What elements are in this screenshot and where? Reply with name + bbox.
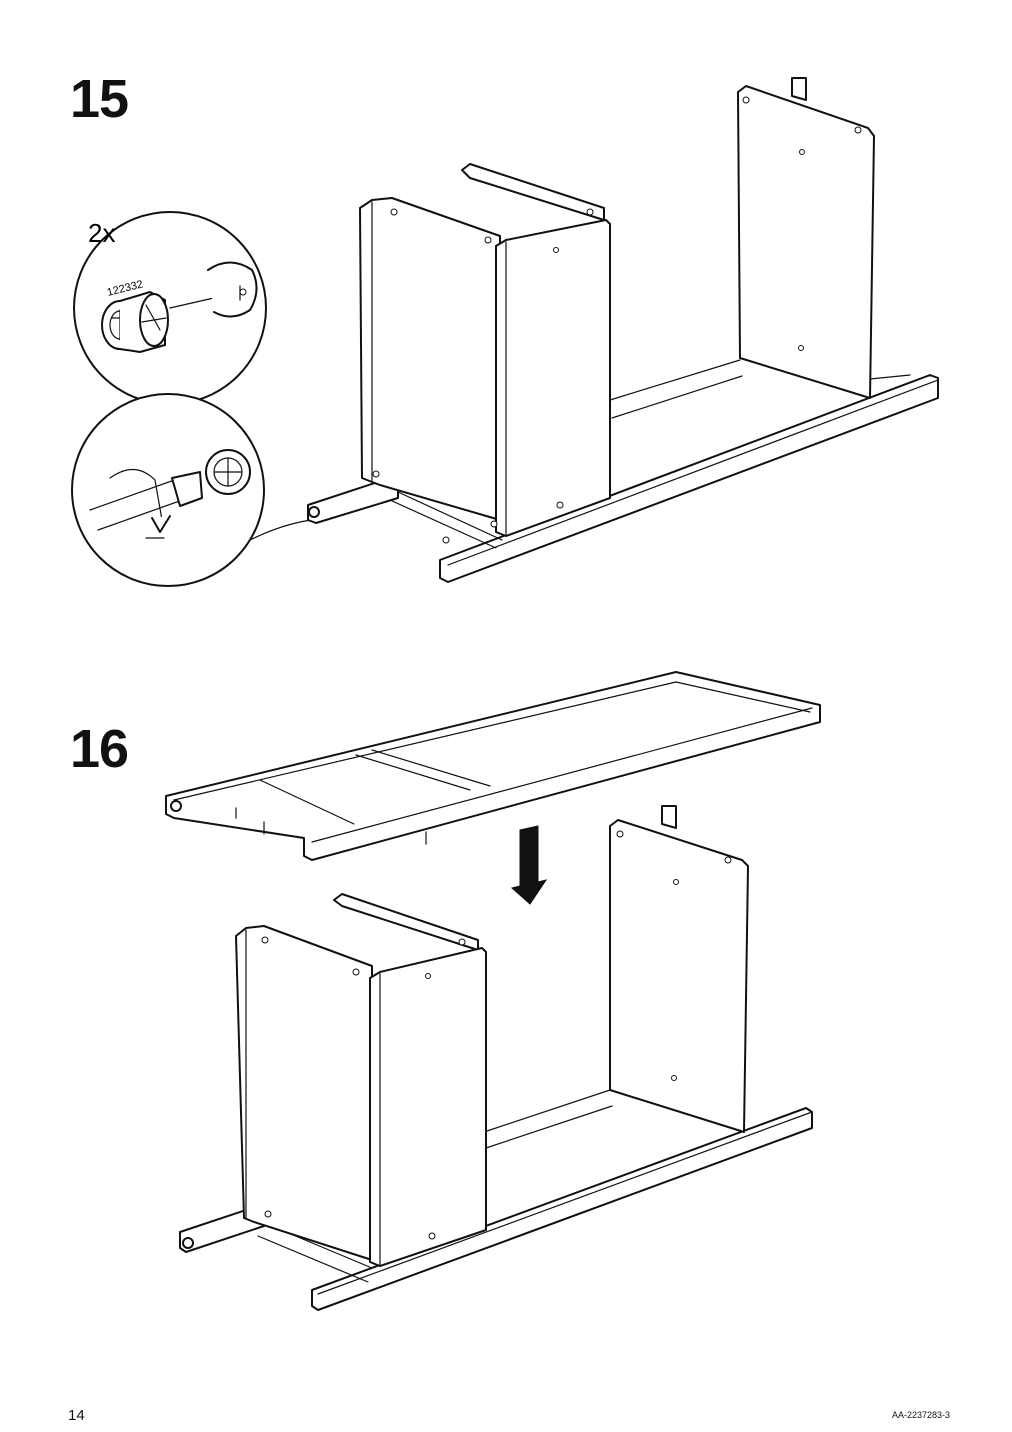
step-number-15: 15 bbox=[70, 69, 129, 129]
page-number: 14 bbox=[68, 1407, 85, 1424]
detail-circle-screwdriver bbox=[71, 393, 265, 587]
screwdriver-turn-icon bbox=[89, 449, 251, 539]
step15-detail-callouts: 2x 122332 bbox=[71, 211, 331, 587]
cam-lock-fitting-icon bbox=[101, 291, 241, 353]
step-number-16: 16 bbox=[70, 719, 129, 779]
document-code: AA-2237283-3 bbox=[891, 1410, 950, 1420]
step16-frame-assembly bbox=[165, 671, 821, 1311]
step15-frame-assembly bbox=[307, 77, 939, 583]
quantity-label: 2x bbox=[88, 218, 115, 248]
arrow-down-icon bbox=[510, 825, 548, 905]
